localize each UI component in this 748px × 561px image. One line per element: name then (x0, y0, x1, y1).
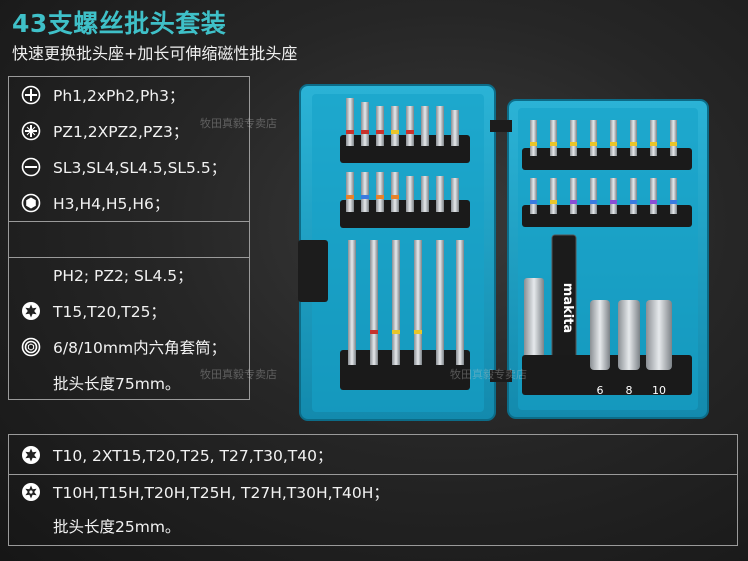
spec-text: T10H,T15H,T20H,T25H, T27H,T30H,T40H； (53, 484, 389, 502)
spec-text: 批头长度75mm。 (53, 375, 181, 393)
socket-size-label: 6 (597, 384, 604, 397)
spec-text: T15,T20,T25； (53, 303, 166, 321)
spec-text: PH2; PZ2; SL4.5； (53, 267, 193, 285)
spec-row: T10H,T15H,T20H,T25H, T27H,T30H,T40H； (9, 474, 389, 510)
spec-row: Ph1,2xPh2,Ph3； (9, 77, 185, 113)
page-subtitle: 快速更换批头座+加长可伸缩磁性批头座 (12, 44, 298, 63)
hex-icon (21, 193, 41, 213)
spec-text: SL3,SL4,SL4.5,SL5.5； (53, 159, 227, 177)
spec-row: T10, 2XT15,T20,T25, T27,T30,T40； (9, 437, 332, 473)
socket-icon (21, 337, 41, 357)
spec-box-bottom: T10, 2XT15,T20,T25, T27,T30,T40； T10H,T1… (8, 434, 738, 546)
socket-size-label: 10 (652, 384, 666, 397)
spec-row: PZ1,2XPZ2,PZ3； (9, 113, 188, 149)
torx-security-icon (21, 482, 41, 502)
spec-text: PZ1,2XPZ2,PZ3； (53, 123, 189, 141)
watermark: 牧田真毅专卖店 (450, 368, 527, 381)
bit-set-case-image: makita 6 8 10 (298, 84, 709, 421)
spec-text: T10, 2XT15,T20,T25, T27,T30,T40； (53, 447, 333, 465)
page-title: 43支螺丝批头套装 (12, 9, 227, 38)
spec-text: Ph1,2xPh2,Ph3； (53, 87, 185, 105)
socket-size-label: 8 (626, 384, 633, 397)
slotted-icon (21, 157, 41, 177)
spec-box-top: Ph1,2xPh2,Ph3； PZ1,2XPZ2,PZ3； SL3,SL4,SL… (8, 76, 250, 400)
phillips-icon (21, 85, 41, 105)
spec-text: 批头长度25mm。 (53, 518, 181, 536)
spec-row: 批头长度75mm。 (9, 365, 180, 401)
divider (9, 474, 737, 475)
divider (9, 221, 249, 222)
spec-row: PH2; PZ2; SL4.5； (9, 257, 193, 293)
spec-row: 6/8/10mm内六角套筒； (9, 329, 226, 365)
watermark: 牧田真毅专卖店 (200, 117, 277, 130)
spec-row: H3,H4,H5,H6； (9, 185, 169, 221)
pozidriv-icon (21, 121, 41, 141)
spec-text: 6/8/10mm内六角套筒； (53, 339, 227, 357)
spec-row: SL3,SL4,SL4.5,SL5.5； (9, 149, 226, 185)
spec-row: T15,T20,T25； (9, 293, 166, 329)
spec-row: 批头长度25mm。 (9, 508, 180, 544)
makita-logo: makita (560, 283, 575, 333)
divider (9, 257, 249, 258)
watermark: 牧田真毅专卖店 (200, 368, 277, 381)
torx-icon (21, 445, 41, 465)
spec-text: H3,H4,H5,H6； (53, 195, 170, 213)
torx-icon (21, 301, 41, 321)
